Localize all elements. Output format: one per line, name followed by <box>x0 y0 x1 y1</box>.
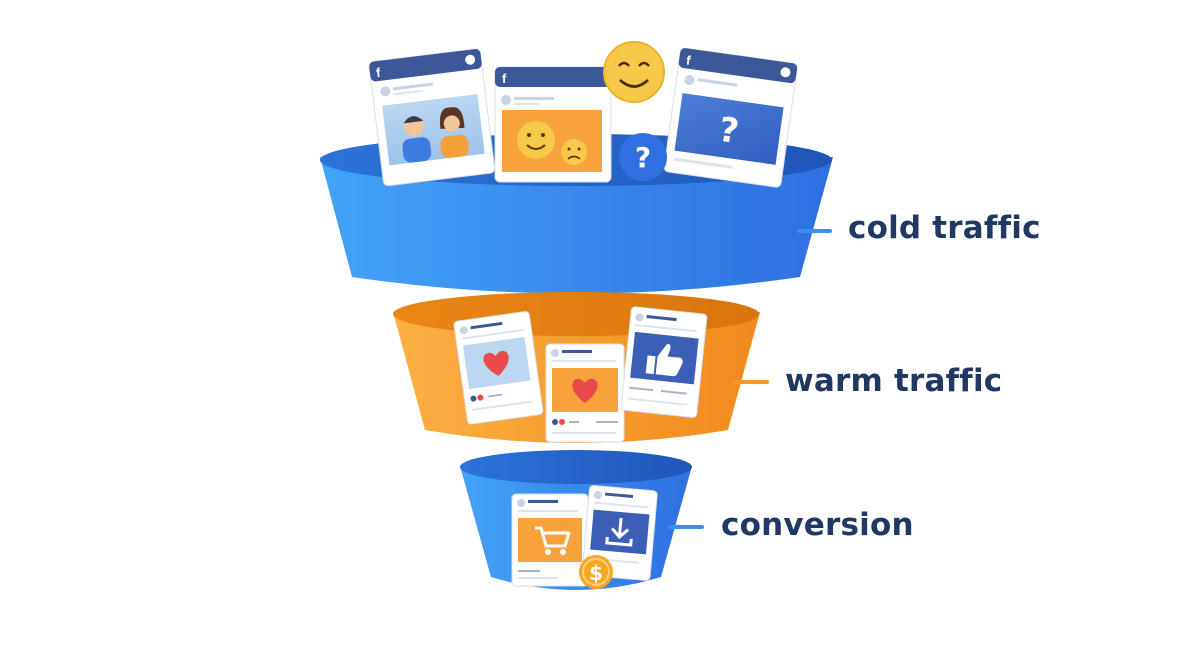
happy-face-icon <box>517 121 555 159</box>
facebook-post-thumbs-up <box>620 306 708 418</box>
conversion-funnel-rim <box>460 450 692 484</box>
facebook-post-shopping-cart <box>511 493 589 587</box>
svg-text:$: $ <box>589 561 603 585</box>
shopping-cart-icon <box>535 526 571 555</box>
download-icon <box>605 517 633 547</box>
heart-icon <box>572 378 598 403</box>
facebook-post-emoji-faces: f <box>494 66 612 183</box>
messenger-icon <box>465 54 476 65</box>
heart-icon <box>483 350 509 376</box>
facebook-f-icon: f <box>502 71 507 86</box>
question-bubble-icon: ? <box>619 133 667 181</box>
dollar-coin-icon: $ <box>579 555 613 589</box>
cold-traffic-label: cold traffic <box>848 210 1041 246</box>
thumbs-up-icon <box>645 343 683 377</box>
svg-text:?: ? <box>635 141 651 174</box>
warm-traffic-label: warm traffic <box>785 363 1003 399</box>
facebook-f-icon: f <box>685 52 692 68</box>
facebook-post-question: f ? <box>663 47 798 188</box>
facebook-post-heart <box>453 311 544 425</box>
cold-funnel-body <box>320 157 833 294</box>
sad-face-icon <box>561 139 587 165</box>
smiley-emoji-icon <box>603 41 665 103</box>
conversion-connector <box>668 525 704 529</box>
facebook-f-icon: f <box>375 65 382 80</box>
cold-traffic-connector <box>797 229 832 233</box>
messenger-icon <box>780 67 791 78</box>
facebook-post-couple-photo: f <box>368 48 496 187</box>
warm-traffic-connector <box>733 380 769 384</box>
facebook-post-heart-orange <box>545 343 625 443</box>
conversion-label: conversion <box>721 507 914 543</box>
